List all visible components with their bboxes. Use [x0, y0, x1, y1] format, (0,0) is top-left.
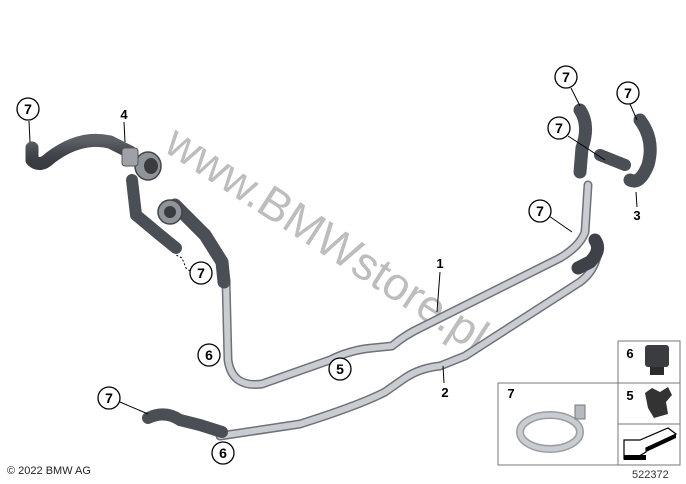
svg-text:7: 7 [555, 120, 563, 136]
callout-7-mid-left[interactable]: 7 [189, 261, 213, 285]
leader-lines [28, 87, 638, 415]
svg-text:6: 6 [626, 346, 633, 361]
inset-clip-6[interactable]: 6 [626, 345, 669, 375]
callout-7-right-mid[interactable]: 7 [547, 116, 571, 140]
quick-connector [121, 147, 183, 225]
callout-7-right-low[interactable]: 7 [528, 199, 552, 223]
inset-clip-5[interactable]: 5 [626, 387, 672, 418]
clip-5-icon [645, 387, 672, 418]
hose-3 [571, 103, 657, 275]
callout-7-bottom-left[interactable]: 7 [97, 386, 121, 410]
hose-4 [25, 133, 231, 289]
callout-5[interactable]: 5 [328, 357, 352, 381]
inset-hose-clamp[interactable]: 7 [507, 386, 586, 453]
callout-7-top-right-a[interactable]: 7 [554, 65, 578, 89]
svg-text:6: 6 [219, 445, 227, 461]
callout-6-bottom[interactable]: 6 [211, 441, 235, 465]
pipe-1 [221, 180, 593, 389]
part-label-3[interactable]: 3 [633, 208, 640, 223]
hose-clamp-icon [516, 404, 586, 453]
svg-text:6: 6 [205, 347, 213, 363]
svg-text:7: 7 [536, 203, 544, 219]
part-label-1[interactable]: 1 [436, 256, 443, 271]
svg-text:5: 5 [336, 361, 344, 377]
callout-7-top-left[interactable]: 7 [16, 97, 40, 121]
next-diagram-arrow-icon[interactable] [623, 427, 678, 460]
part-label-4[interactable]: 4 [120, 107, 128, 122]
svg-text:7: 7 [24, 101, 32, 117]
svg-text:7: 7 [105, 390, 113, 406]
inset-panel [497, 340, 681, 466]
pipe-2 [215, 245, 603, 441]
hose-bottom [142, 408, 228, 438]
diagram-number: 522372 [632, 469, 669, 481]
callout-7-top-right-b[interactable]: 7 [616, 81, 640, 105]
part-label-2[interactable]: 2 [441, 385, 448, 400]
callout-6-left[interactable]: 6 [197, 343, 221, 367]
svg-text:7: 7 [197, 265, 205, 281]
svg-text:5: 5 [626, 388, 633, 403]
clip-6-icon [645, 345, 669, 375]
copyright-text: © 2022 BMW AG [7, 465, 91, 477]
svg-text:7: 7 [562, 69, 570, 85]
svg-text:7: 7 [624, 85, 632, 101]
svg-text:7: 7 [507, 386, 514, 401]
